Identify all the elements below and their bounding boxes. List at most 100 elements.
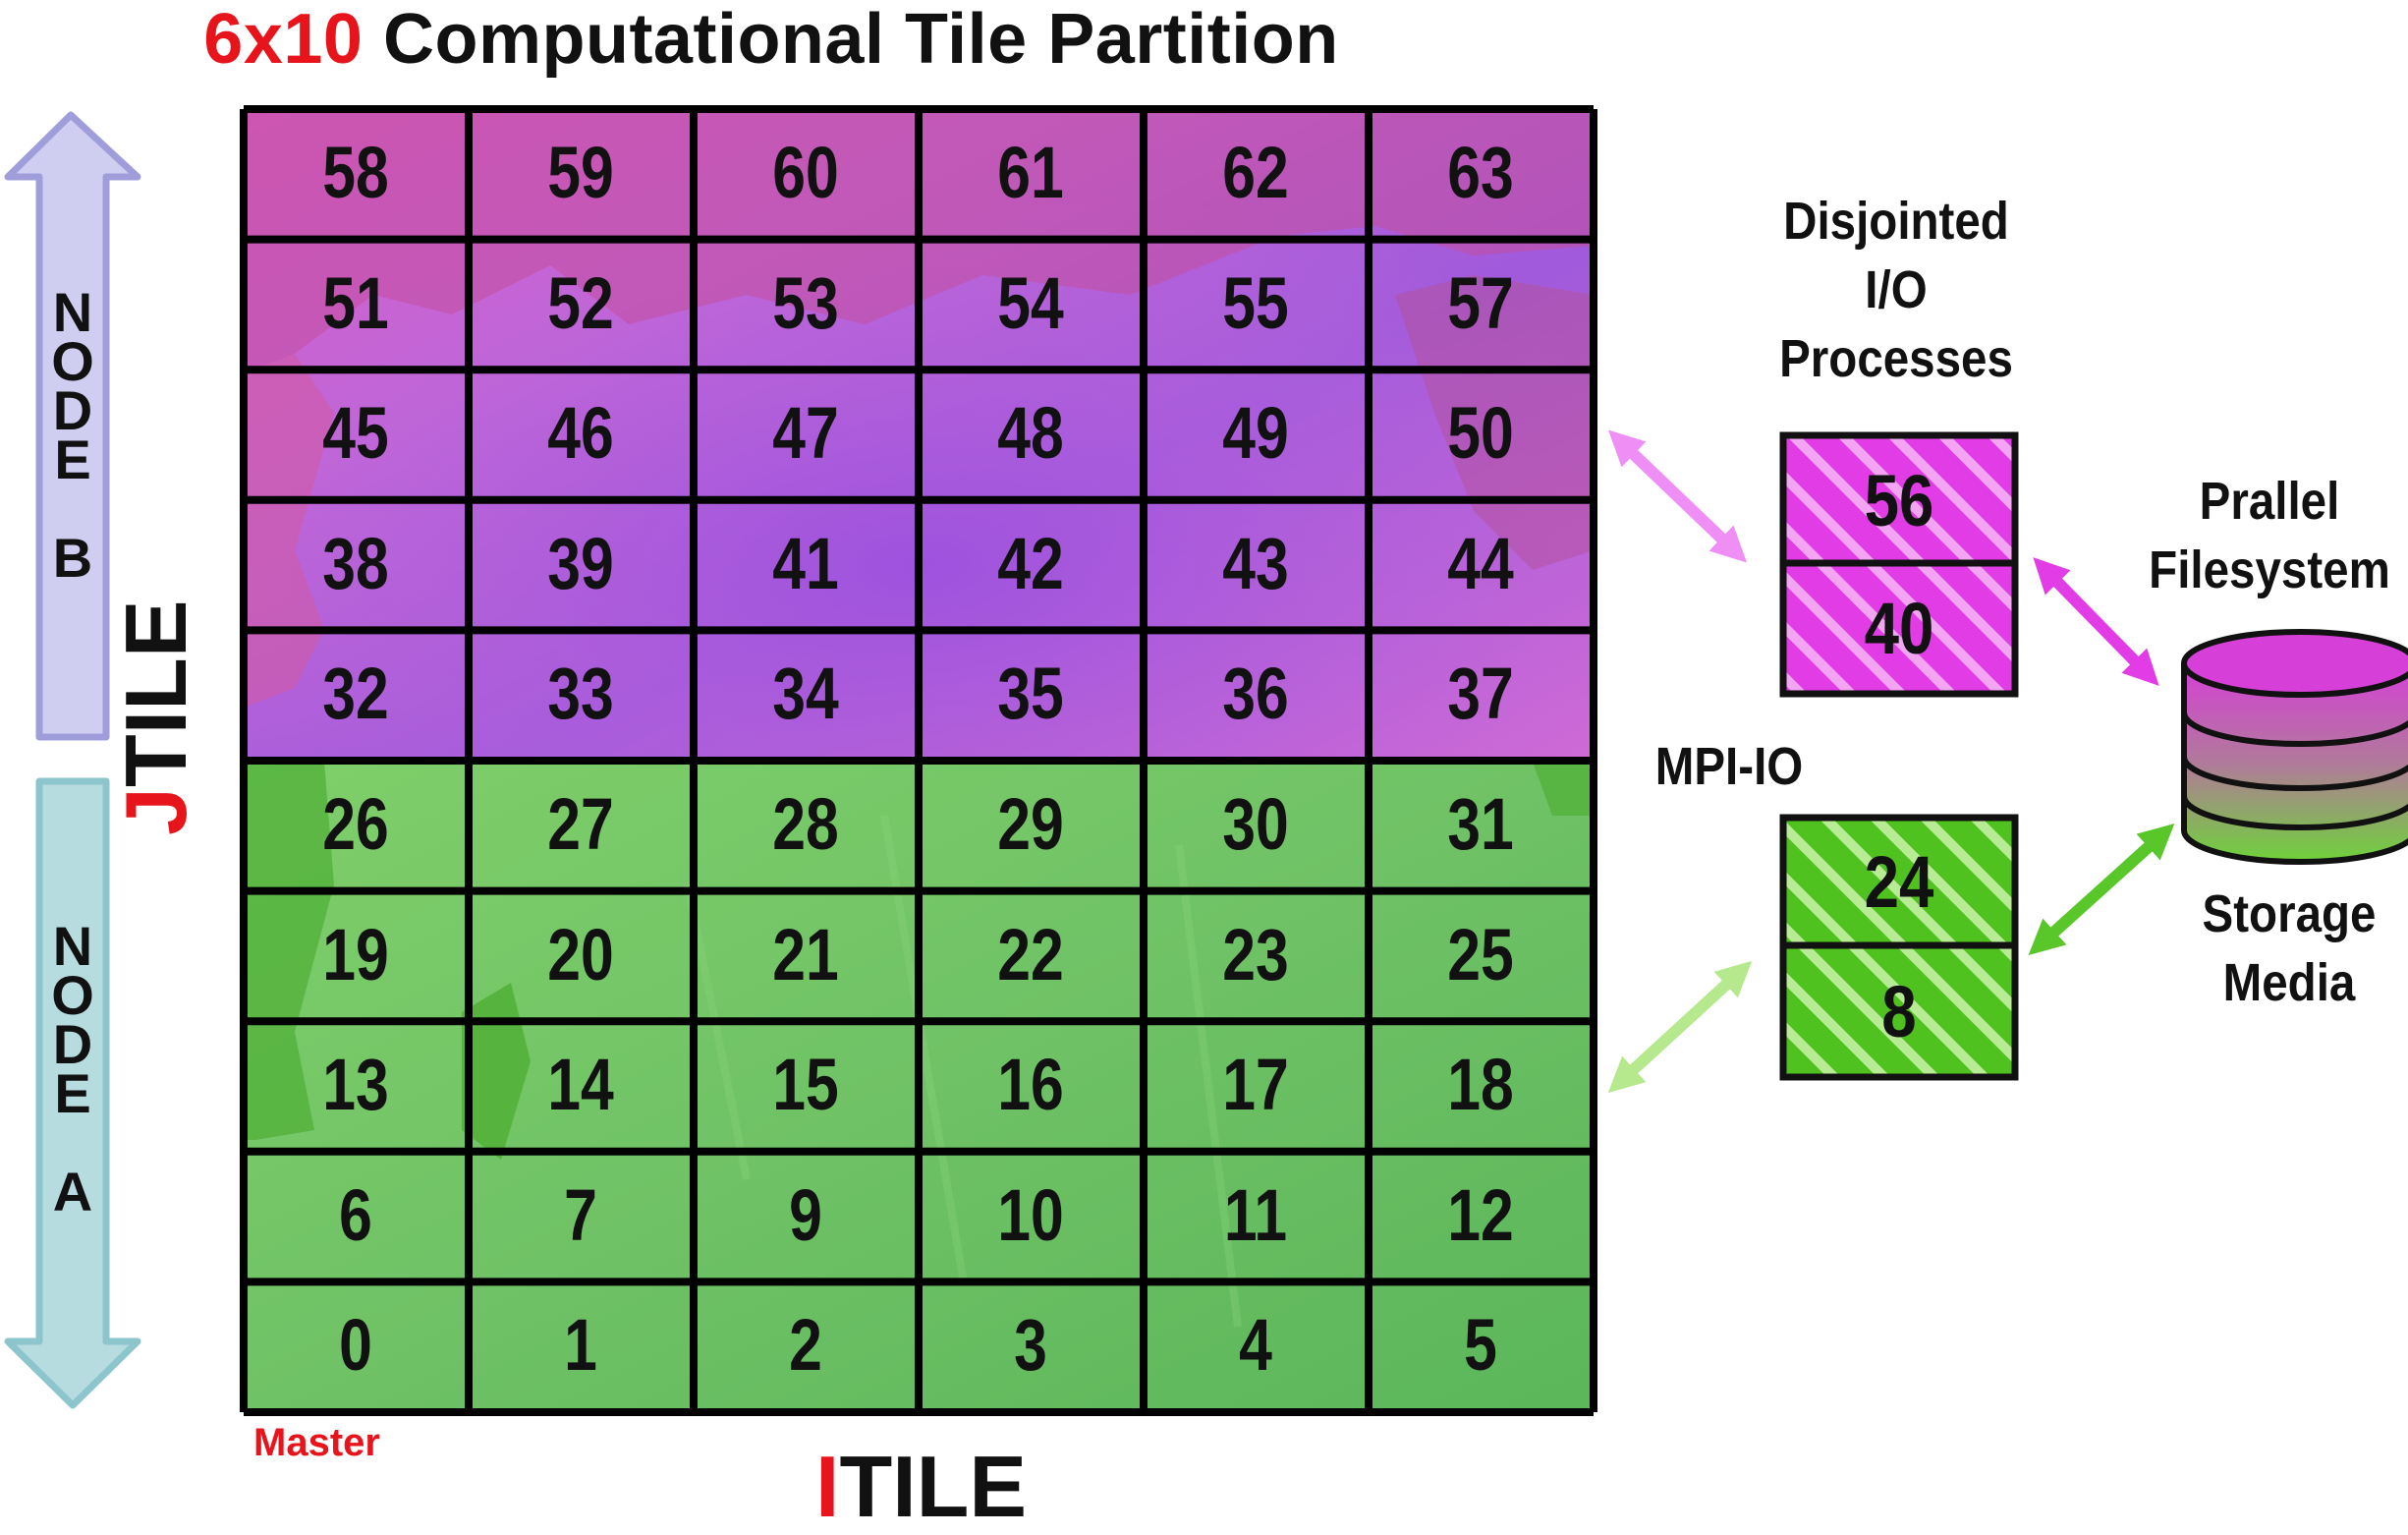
arrow-io-b-to-storage (2033, 557, 2159, 686)
tile-number: 35 (997, 653, 1064, 735)
tile-number: 48 (997, 392, 1064, 475)
tile-number: 11 (1223, 1173, 1288, 1256)
tile-number: 63 (1447, 132, 1514, 213)
io-proc-40: 40 (1864, 588, 1934, 669)
node-letter: E (54, 428, 91, 490)
arrow-io-a-to-storage (2028, 823, 2175, 956)
node-letter: E (54, 1062, 91, 1124)
io-title-line: I/O (1865, 260, 1928, 319)
tile-number: 34 (772, 653, 839, 735)
tile-number: 10 (997, 1173, 1064, 1256)
node-letter: O (51, 330, 94, 392)
tile-number: 61 (997, 132, 1064, 213)
node-letter: A (52, 1161, 93, 1222)
jtile-axis-label: JTILE (107, 599, 204, 835)
title-text: Computational Tile Partition (382, 0, 1339, 79)
tile-grid (240, 105, 1597, 1416)
tile-number: 58 (322, 132, 389, 213)
tile-number: 15 (772, 1044, 839, 1126)
master-label: Master (253, 1421, 380, 1464)
page-title: 6x10 Computational Tile Partition (0, 0, 1542, 79)
tile-number: 39 (547, 522, 614, 604)
tile-number: 59 (547, 132, 614, 213)
tile-number: 52 (547, 261, 614, 344)
tile-number: 22 (997, 913, 1064, 995)
jtile-axis-label-initial: J (107, 787, 204, 835)
node-letter: O (51, 964, 94, 1026)
storage-media-line: Media (2222, 953, 2356, 1012)
tile-number: 14 (547, 1044, 614, 1126)
tile-number: 46 (547, 392, 614, 475)
tile-number: 29 (997, 783, 1064, 865)
storage-media-label: Storage Media (2159, 880, 2408, 1017)
tile-number: 25 (1447, 913, 1514, 995)
mpi-io-label: MPI-IO (1654, 737, 1804, 796)
tile-number: 37 (1447, 653, 1514, 735)
tile-number: 1 (564, 1304, 597, 1387)
arrow-map-to-io-b (1607, 429, 1748, 563)
tile-number: 9 (789, 1173, 822, 1256)
node-letter: N (52, 281, 93, 343)
io-title-line: Processes (1779, 329, 2013, 388)
io-title-line: Disjointed (1783, 192, 2009, 251)
storage-cylinder-icon (2181, 629, 2408, 865)
tile-number: 62 (1222, 132, 1289, 213)
tile-number: 26 (322, 783, 389, 865)
tile-number: 49 (1222, 392, 1289, 475)
tile-number: 51 (322, 261, 389, 344)
tile-number: 0 (339, 1304, 372, 1387)
io-box-node-a (1779, 814, 2019, 1081)
tile-number: 12 (1447, 1173, 1514, 1256)
tile-number: 30 (1222, 783, 1289, 865)
tile-number: 5 (1464, 1304, 1497, 1387)
title-highlight: 6x10 (203, 0, 364, 79)
tile-number: 31 (1447, 783, 1514, 865)
io-processes-title: Disjointed I/O Processes (1749, 187, 2043, 393)
tile-number: 3 (1014, 1304, 1047, 1387)
tile-number: 19 (322, 913, 389, 995)
tile-number: 4 (1239, 1304, 1272, 1387)
tile-number: 28 (772, 783, 839, 865)
tile-number: 7 (564, 1173, 597, 1256)
tile-number: 33 (547, 653, 614, 735)
itile-axis-label: ITILE (815, 1443, 1027, 1531)
io-proc-8: 8 (1881, 971, 1917, 1052)
node-letter: B (52, 527, 93, 589)
node-letter: D (52, 379, 93, 441)
tile-number: 23 (1222, 913, 1289, 995)
tile-number: 50 (1447, 392, 1514, 475)
node-a-arrow (4, 777, 141, 1409)
tile-number: 27 (547, 783, 614, 865)
tile-number: 32 (322, 653, 389, 735)
filesystem-title: Prallel Filesystem (2140, 467, 2399, 604)
tile-number: 18 (1447, 1044, 1514, 1126)
node-letter: N (52, 915, 93, 977)
tile-number: 21 (772, 913, 839, 995)
itile-axis-label-rest: TILE (839, 1438, 1028, 1535)
tile-number: 17 (1222, 1044, 1289, 1126)
node-letter: D (52, 1013, 93, 1075)
tile-number: 6 (339, 1173, 372, 1256)
storage-media-line: Storage (2202, 884, 2377, 943)
filesystem-title-line: Filesystem (2149, 540, 2390, 599)
tile-number: 60 (772, 132, 839, 213)
filesystem-title-line: Prallel (2199, 472, 2340, 531)
tile-number: 42 (997, 522, 1064, 604)
io-proc-24: 24 (1864, 841, 1934, 923)
tile-number: 54 (997, 261, 1064, 344)
itile-axis-label-initial: I (815, 1438, 840, 1535)
tile-number: 57 (1447, 261, 1514, 344)
jtile-axis-label-rest: TILE (107, 599, 204, 788)
io-box-node-b (1779, 431, 2019, 698)
tile-number: 16 (997, 1044, 1064, 1126)
tile-number: 45 (322, 392, 389, 475)
tile-number: 41 (772, 522, 839, 604)
tile-number: 44 (1447, 522, 1514, 604)
arrow-map-to-io-a (1607, 960, 1753, 1094)
tile-number: 55 (1222, 261, 1289, 344)
tile-number: 36 (1222, 653, 1289, 735)
tile-number: 47 (772, 392, 839, 475)
io-proc-56: 56 (1864, 460, 1934, 541)
node-b-arrow (4, 111, 141, 741)
